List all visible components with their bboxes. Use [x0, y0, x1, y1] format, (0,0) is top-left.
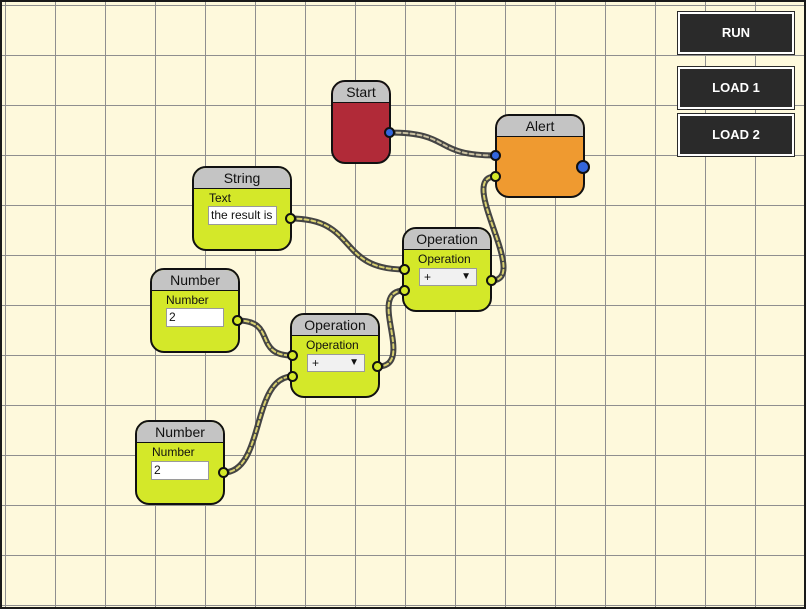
alert-data-in-port[interactable] [490, 171, 501, 182]
operation-node-1[interactable]: Operation Operation + ▼ [287, 313, 383, 398]
operation-2-select[interactable]: + ▼ [419, 268, 477, 286]
run-button[interactable]: RUN [677, 11, 795, 55]
number-1-label: Number [166, 293, 209, 307]
operation-1-select[interactable]: + ▼ [307, 354, 365, 372]
number-2-out-port[interactable] [218, 467, 229, 478]
number-node-1[interactable]: Number Number 2 [150, 268, 243, 353]
operation-2-out-port[interactable] [486, 275, 497, 286]
number-1-input[interactable]: 2 [166, 308, 224, 327]
string-text-input[interactable]: the result is [208, 206, 277, 225]
number-node-2[interactable]: Number Number 2 [135, 420, 229, 505]
operation-1-in-port-b[interactable] [287, 371, 298, 382]
start-node-title: Start [333, 82, 389, 103]
alert-node[interactable]: Alert [490, 114, 590, 198]
number-node-1-title: Number [152, 270, 238, 291]
number-2-label: Number [152, 445, 195, 459]
operation-2-selected-value: + [424, 270, 432, 284]
operation-2-in-port-a[interactable] [399, 264, 410, 275]
alert-node-title: Alert [497, 116, 583, 137]
operation-node-2-title: Operation [404, 229, 490, 250]
alert-flow-in-port[interactable] [490, 150, 501, 161]
start-node[interactable]: Start [331, 80, 395, 164]
alert-flow-out-port[interactable] [576, 160, 590, 174]
start-flow-out-port[interactable] [384, 127, 395, 138]
chevron-down-icon: ▼ [461, 271, 471, 282]
operation-1-in-port-a[interactable] [287, 350, 298, 361]
load-2-button[interactable]: LOAD 2 [677, 113, 795, 157]
string-node-title: String [194, 168, 290, 189]
number-node-2-title: Number [137, 422, 223, 443]
string-out-port[interactable] [285, 213, 296, 224]
operation-2-label: Operation [418, 252, 471, 266]
number-1-out-port[interactable] [232, 315, 243, 326]
chevron-down-icon: ▼ [349, 357, 359, 368]
operation-1-selected-value: + [312, 356, 320, 370]
operation-1-out-port[interactable] [372, 361, 383, 372]
operation-2-in-port-b[interactable] [399, 285, 410, 296]
number-2-input[interactable]: 2 [151, 461, 209, 480]
operation-1-label: Operation [306, 338, 359, 352]
load-1-button[interactable]: LOAD 1 [677, 66, 795, 110]
operation-node-2[interactable]: Operation Operation + ▼ [399, 227, 497, 312]
string-node[interactable]: String Text the result is [192, 166, 296, 251]
string-text-label: Text [209, 191, 232, 205]
operation-node-1-title: Operation [292, 315, 378, 336]
